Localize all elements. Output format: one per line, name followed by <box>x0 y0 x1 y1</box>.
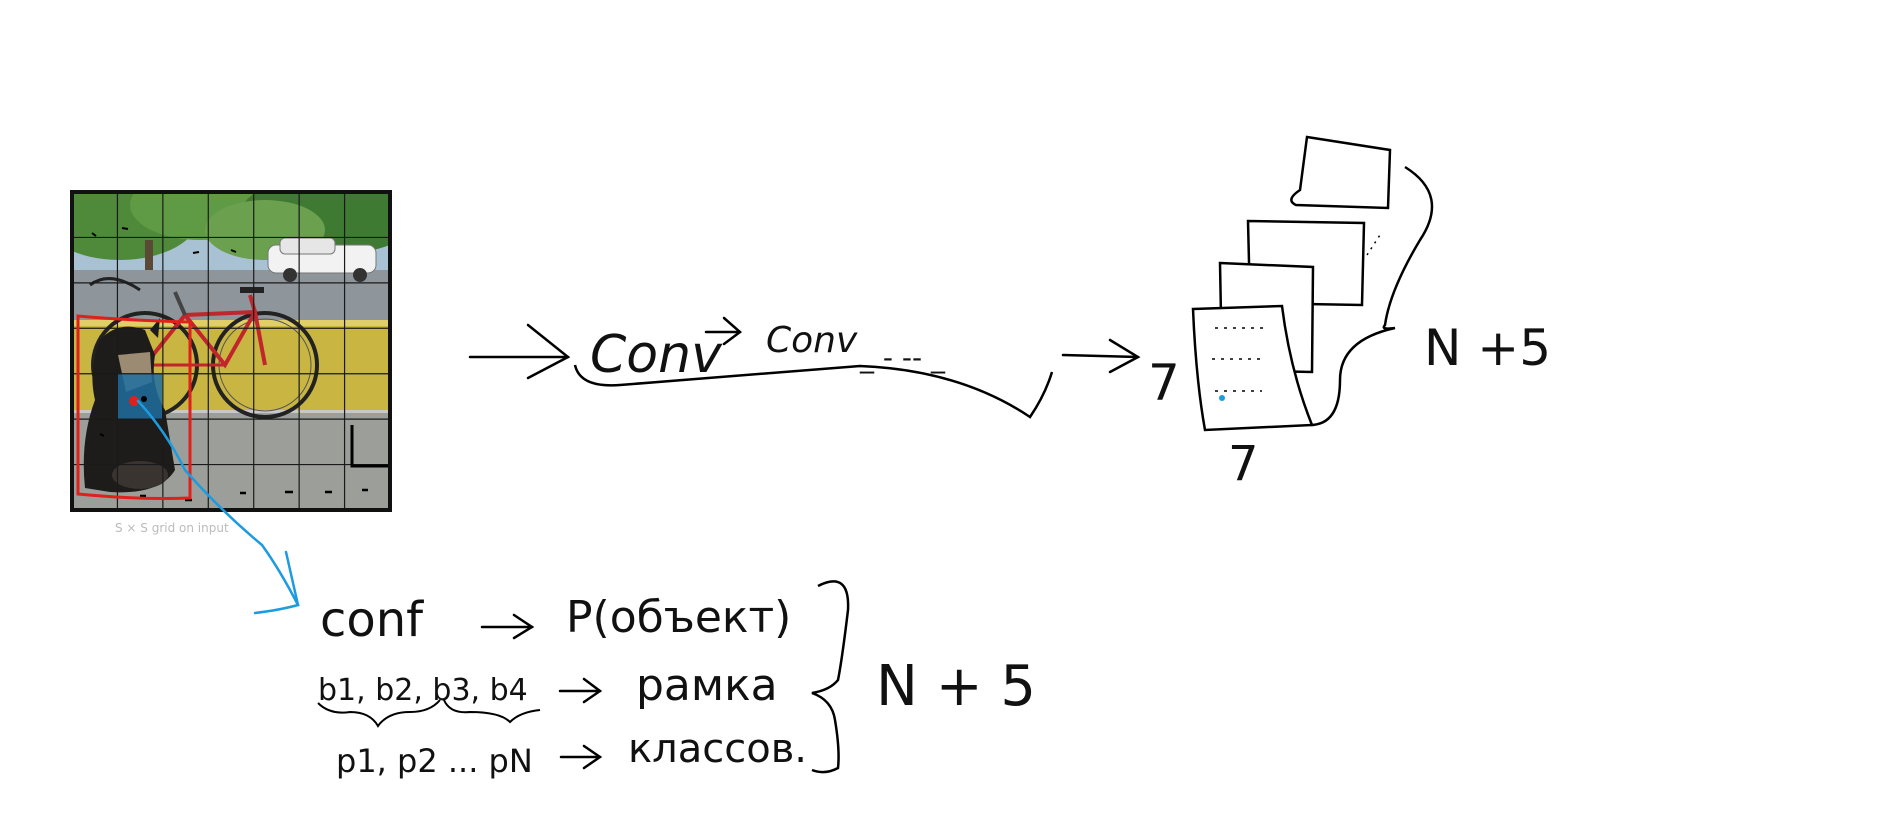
cell-vector-list: conf P(объект) b1, b2, b3, b4 рамка p1, … <box>317 580 1036 780</box>
vector-row-3-arrow <box>559 744 603 770</box>
vector-right-brace <box>811 580 850 774</box>
width-label: 7 <box>1228 436 1259 492</box>
center-grid-cell <box>117 374 162 419</box>
bicycle-shape <box>89 277 319 419</box>
car-shape <box>267 237 377 282</box>
cell-to-vector-arrow <box>136 399 300 615</box>
arrow-to-conv <box>468 323 571 380</box>
photo-caption: S × S grid on input <box>115 521 229 535</box>
depth-label: N +5 <box>1424 319 1551 377</box>
object-center-dot <box>129 396 139 406</box>
conv-ellipsis: _ - -- _ <box>859 341 946 374</box>
vector-row-3-left: p1, p2 ... pN <box>336 742 533 780</box>
arrow-to-tensor <box>1061 338 1141 374</box>
vector-row-2-arrow <box>558 677 603 704</box>
vector-row-2-right: рамка <box>636 660 778 711</box>
input-photo <box>70 190 392 512</box>
conv-label-1: Conv <box>590 325 723 385</box>
depth-brace <box>1309 165 1434 427</box>
dog-bounding-box <box>76 314 192 500</box>
vector-row-3-right: классов. <box>628 726 807 772</box>
vector-row-1-left: conf <box>320 592 424 648</box>
output-tensor <box>1191 135 1392 432</box>
vector-row-2-left: b1, b2, b3, b4 <box>318 673 528 708</box>
vector-row-2-underbrace <box>317 699 541 728</box>
vector-total-label: N + 5 <box>876 654 1036 719</box>
height-label: 7 <box>1148 354 1180 412</box>
arrow-conv-to-conv <box>704 316 742 346</box>
conv-label-2: Conv <box>766 320 858 361</box>
vector-row-1-arrow <box>480 613 535 640</box>
grid-lines <box>72 192 390 510</box>
conv-brace <box>573 364 1054 419</box>
vector-row-1-right: P(объект) <box>566 592 791 643</box>
tensor-blue-dot <box>1219 395 1225 401</box>
